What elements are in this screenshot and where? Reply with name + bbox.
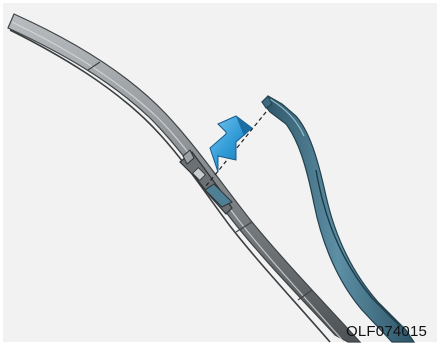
figure-code: OLF074015 (346, 323, 428, 340)
blade-connector (179, 149, 233, 215)
arrow-down-icon (209, 115, 253, 173)
alignment-dashed-line (205, 111, 267, 187)
wiper-arm (261, 95, 416, 343)
